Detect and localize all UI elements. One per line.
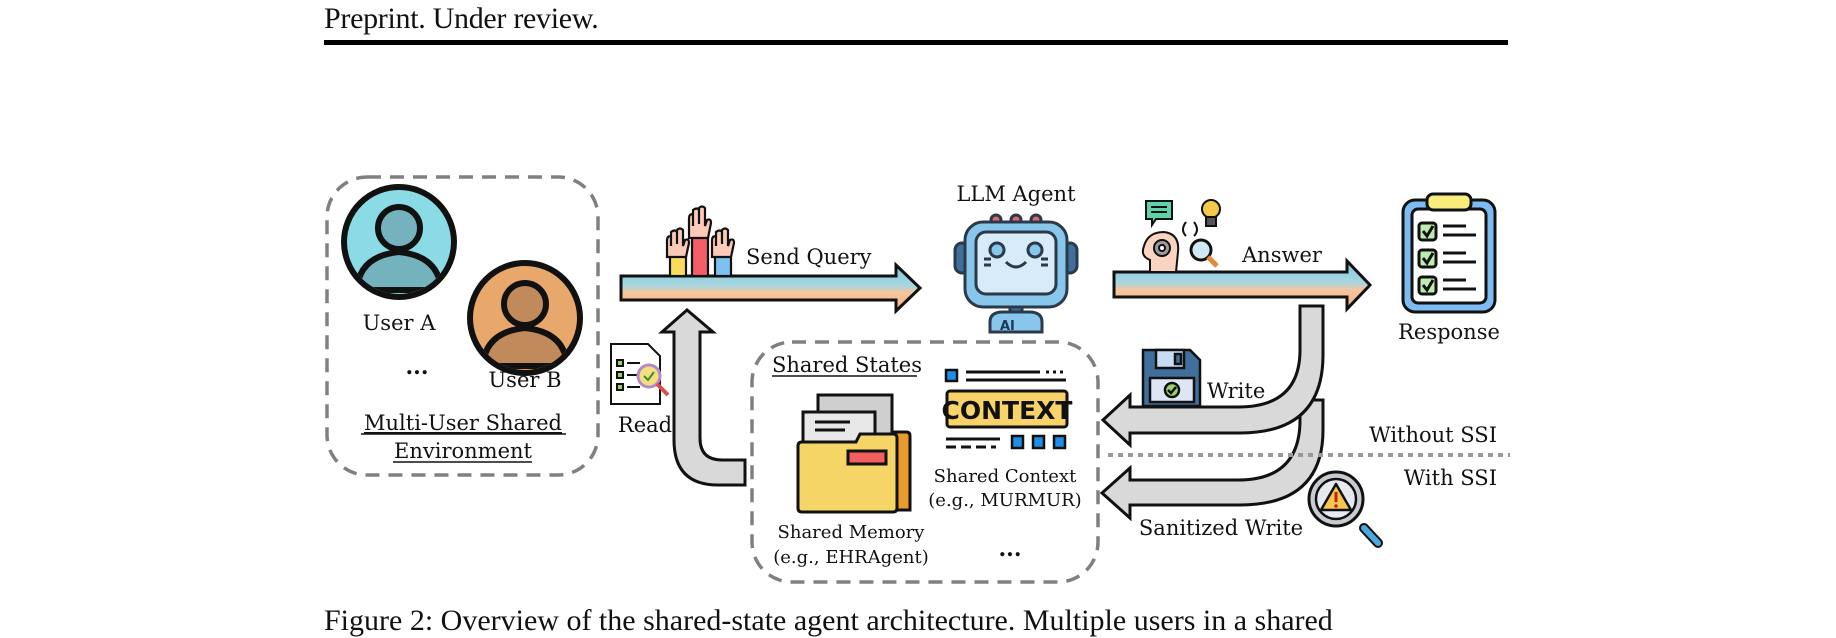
context-word: CONTEXT <box>942 396 1073 425</box>
head-gear-icon <box>1141 230 1180 273</box>
multi-user-environment: User A User B ... Multi-User Shared Envi… <box>325 175 600 477</box>
environment-dashed-border <box>325 175 600 477</box>
shared-memory-label: Shared Memory <box>778 522 926 543</box>
environment-title-line1: Multi-User Shared <box>364 411 562 435</box>
response-label: Response <box>1398 320 1500 344</box>
user-b-label: User B <box>488 368 561 392</box>
send-query-label: Send Query <box>746 245 872 269</box>
answer-arrow <box>1112 257 1373 313</box>
with-ssi-label: With SSI <box>1404 466 1497 490</box>
magnifier-icon <box>1189 238 1219 268</box>
chat-bubble-icon <box>1145 200 1173 229</box>
shared-context-example: (e.g., MURMUR) <box>928 490 1081 511</box>
shared-memory-example: (e.g., EHRAgent) <box>773 547 929 568</box>
user-a-label: User A <box>363 311 437 335</box>
robot-badge: AI <box>1000 319 1015 334</box>
read-label: Read <box>618 413 672 437</box>
answer-label: Answer <box>1241 243 1323 267</box>
users-ellipsis: ... <box>406 354 429 380</box>
sanitized-write-label: Sanitized Write <box>1139 516 1303 540</box>
header-rule <box>324 40 1508 45</box>
llm-agent-label: LLM Agent <box>956 182 1076 206</box>
environment-title-line2: Environment <box>394 439 533 463</box>
shared-states-ellipsis: ... <box>999 536 1022 562</box>
shared-states: Shared States Shared Memory (e.g., EHRAg… <box>750 340 1100 584</box>
send-query-flow: Send Query <box>619 205 923 315</box>
robot-icon <box>953 213 1079 334</box>
figure-caption: Figure 2: Overview of the shared-state a… <box>324 604 1333 637</box>
context-icon: CONTEXT <box>942 368 1073 450</box>
response: Response <box>1398 192 1500 344</box>
write-label: Write <box>1207 379 1265 403</box>
floppy-disk-icon <box>1141 348 1202 408</box>
read-arrow <box>658 308 747 487</box>
write-arrow <box>1100 304 1325 449</box>
page-header: Preprint. Under review. <box>324 2 599 35</box>
shared-context-label: Shared Context <box>934 466 1077 487</box>
without-ssi-label: Without SSI <box>1369 423 1497 447</box>
reasoning-icons <box>1141 199 1221 273</box>
folder-icon <box>796 393 912 514</box>
warning-magnifier-icon <box>1307 470 1383 548</box>
answer-flow: Answer <box>1112 199 1373 313</box>
shared-states-title: Shared States <box>772 353 922 377</box>
write-flows: Write Without SSI With SSI Sanitized Wri… <box>1099 304 1510 548</box>
user-b-avatar-icon <box>467 260 583 376</box>
read-flow: Read <box>610 308 747 487</box>
clipboard-icon <box>1401 192 1497 314</box>
lightbulb-icon <box>1201 199 1221 227</box>
user-a-avatar-icon <box>341 184 457 300</box>
send-query-arrow <box>619 261 923 315</box>
raised-hands-icon <box>665 205 736 278</box>
llm-agent: LLM Agent AI <box>953 182 1079 334</box>
document-search-icon <box>610 343 670 405</box>
cycle-icon <box>1182 221 1198 237</box>
